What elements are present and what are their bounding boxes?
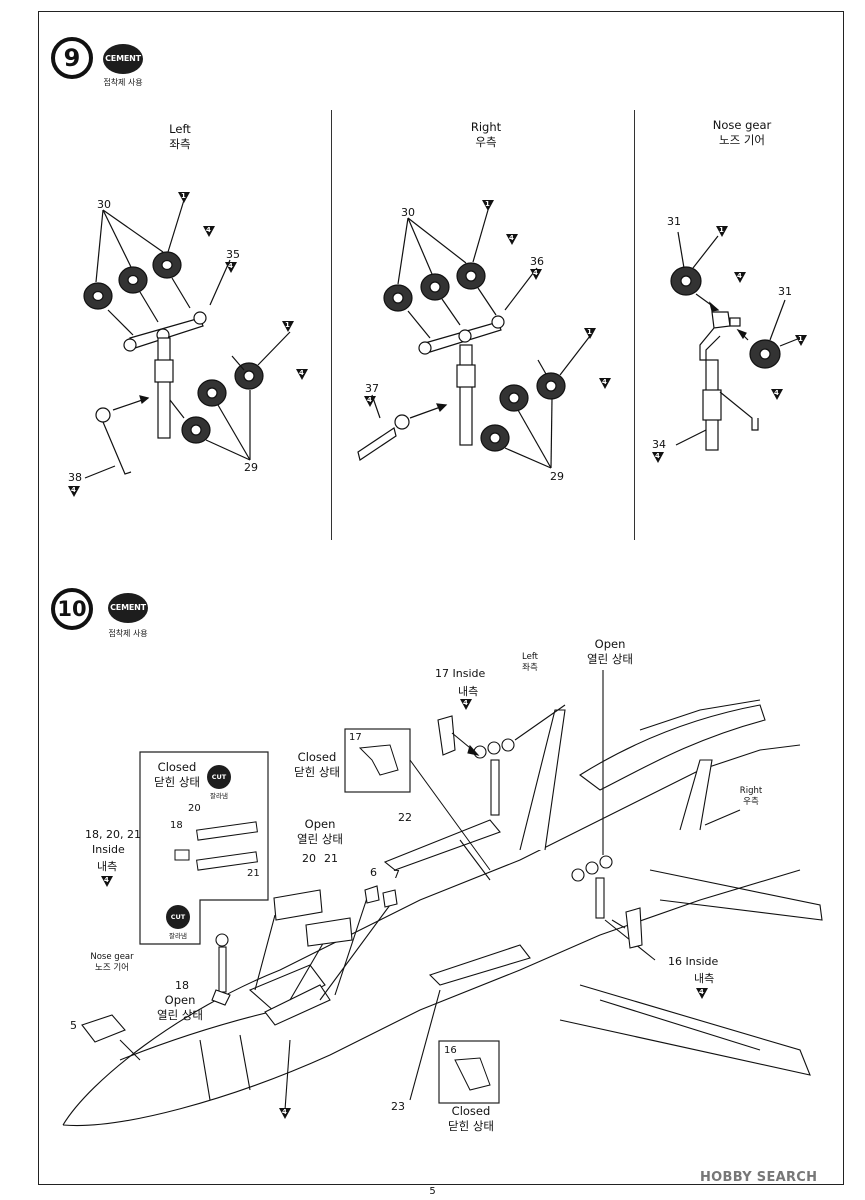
step-9-number: 9	[51, 37, 93, 79]
part-29-right: 29	[550, 470, 564, 483]
paint-marker-4: 4	[506, 234, 518, 245]
paint-marker-4: 4	[530, 269, 542, 280]
part-23: 23	[391, 1100, 405, 1113]
watermark: HOBBY SEARCH	[700, 1170, 818, 1185]
paint-marker-4: 4	[599, 378, 611, 389]
part-38: 38	[68, 471, 82, 484]
part-17-box: 17	[349, 732, 362, 743]
inside-ko-16: 내측	[694, 972, 715, 985]
cut-sub-top: 잘라냄	[210, 792, 228, 800]
paint-marker-4: 4	[225, 262, 237, 273]
step-10-number: 10	[51, 588, 93, 630]
part-29-left: 29	[244, 461, 258, 474]
paint-marker-4: 4	[296, 369, 308, 380]
divider-right	[634, 110, 635, 540]
paint-marker-4: 4	[460, 699, 472, 710]
cement-badge-step10: CEMENT	[108, 593, 148, 623]
cut-sub-bottom: 잘라냄	[169, 932, 187, 940]
paint-marker-4: 4	[364, 396, 376, 407]
part-18-20-21: 18, 20, 21	[85, 828, 141, 841]
part-5: 5	[70, 1019, 77, 1032]
part-18-box: 18	[170, 820, 183, 831]
paint-marker-4: 4	[696, 988, 708, 999]
paint-marker-1: 1	[178, 192, 190, 203]
part-30-left: 30	[97, 198, 111, 211]
part-20-open: 20	[302, 852, 316, 865]
inside-ko-18: 내측	[97, 860, 118, 873]
paint-marker-4: 4	[68, 486, 80, 497]
paint-marker-1: 1	[716, 226, 728, 237]
left-wheel-30a	[83, 282, 113, 310]
part-22: 22	[398, 811, 412, 824]
cement-sub-step9: 접착제 사용	[103, 78, 143, 87]
part-35: 35	[226, 248, 240, 261]
cement-sub-step10: 접착제 사용	[108, 629, 148, 638]
page-number: 5	[429, 1186, 436, 1197]
part-31-side: 31	[778, 285, 792, 298]
part-30-right: 30	[401, 206, 415, 219]
part-31-top: 31	[667, 215, 681, 228]
part-17-inside: 17 Inside	[435, 667, 486, 680]
divider-left	[331, 110, 332, 540]
part-20-box: 20	[188, 803, 201, 814]
paint-marker-4: 4	[771, 389, 783, 400]
part-7: 7	[393, 868, 400, 881]
part-18-open: 18	[175, 979, 189, 992]
paint-marker-4: 4	[279, 1108, 291, 1119]
part-16-inside: 16 Inside	[668, 955, 719, 968]
part-34: 34	[652, 438, 666, 451]
cut-badge-top: CUT	[207, 765, 231, 789]
part-37: 37	[365, 382, 379, 395]
cement-badge-step9: CEMENT	[103, 44, 143, 74]
paint-marker-1: 1	[482, 200, 494, 211]
paint-marker-1: 1	[584, 328, 596, 339]
part-21-open: 21	[324, 852, 338, 865]
paint-marker-4: 4	[203, 226, 215, 237]
callout-box-closed	[139, 751, 269, 945]
part-16-box: 16	[444, 1045, 457, 1056]
cut-badge-bottom: CUT	[166, 905, 190, 929]
part-36: 36	[530, 255, 544, 268]
page-frame	[38, 11, 844, 1185]
part-21-box: 21	[247, 868, 260, 879]
part-6: 6	[370, 866, 377, 879]
paint-marker-4: 4	[734, 272, 746, 283]
paint-marker-1: 1	[282, 321, 294, 332]
paint-marker-4: 4	[652, 452, 664, 463]
paint-marker-4: 4	[101, 876, 113, 887]
inside-ko-17: 내측	[458, 685, 479, 698]
inside-en-18: Inside	[92, 843, 125, 856]
paint-marker-1: 1	[795, 335, 807, 346]
